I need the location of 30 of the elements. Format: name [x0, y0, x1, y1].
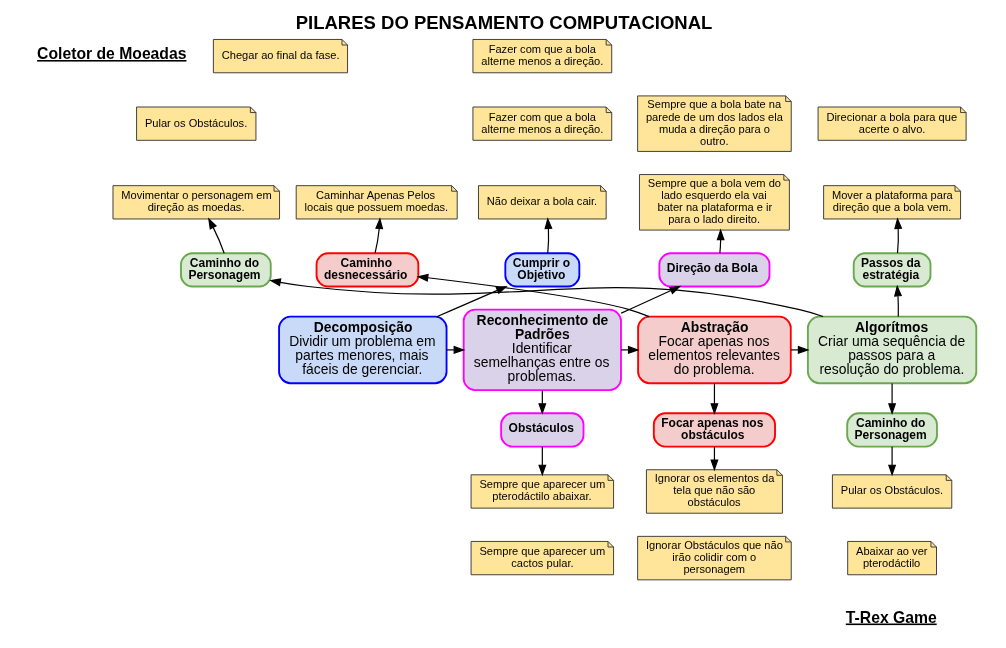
node-box: Caminho do Personagem	[846, 412, 938, 448]
arrow	[620, 345, 640, 354]
diagram-title: PILARES DO PENSAMENTO COMPUTACIONAL	[295, 12, 713, 34]
node-box: Abstração Focar apenas nos elementos relevantes do problema.	[637, 315, 792, 385]
node-box: Cumprir o Objetivo	[504, 252, 581, 288]
arrow	[888, 382, 897, 415]
arrow	[888, 446, 897, 477]
arrow	[416, 273, 650, 318]
arrow	[374, 217, 384, 254]
arrow	[446, 345, 466, 354]
arrow	[710, 382, 719, 415]
arrow	[790, 345, 810, 354]
node-box: Obstáculos	[500, 412, 585, 448]
node-box: Direção da Bola	[658, 252, 771, 288]
node-box: Decomposição Dividir um problema em partes menores, mais fáceis de gerenciar.	[278, 315, 448, 385]
arrow	[893, 284, 903, 317]
node-box: Reconhecimento de Padrões Identificar semelhanças entre os problemas.	[462, 308, 622, 392]
arrow	[716, 228, 725, 254]
arrow	[544, 217, 553, 254]
node-box: Caminho desnecessário	[315, 252, 420, 288]
node-box: Focar apenas nos obstáculos	[652, 412, 776, 448]
arrow	[269, 278, 824, 318]
label: T-Rex Game	[845, 608, 937, 626]
arrow	[894, 217, 903, 254]
node-box: Algorítmos Criar uma sequência de passos para a resolução do problema.	[806, 315, 978, 385]
label: Coletor de Moeadas	[37, 44, 187, 62]
arrow	[538, 446, 547, 477]
node-box: Passos da estratégia	[852, 252, 932, 288]
arrow	[208, 217, 225, 254]
node-box: Caminho do Personagem	[180, 252, 272, 288]
